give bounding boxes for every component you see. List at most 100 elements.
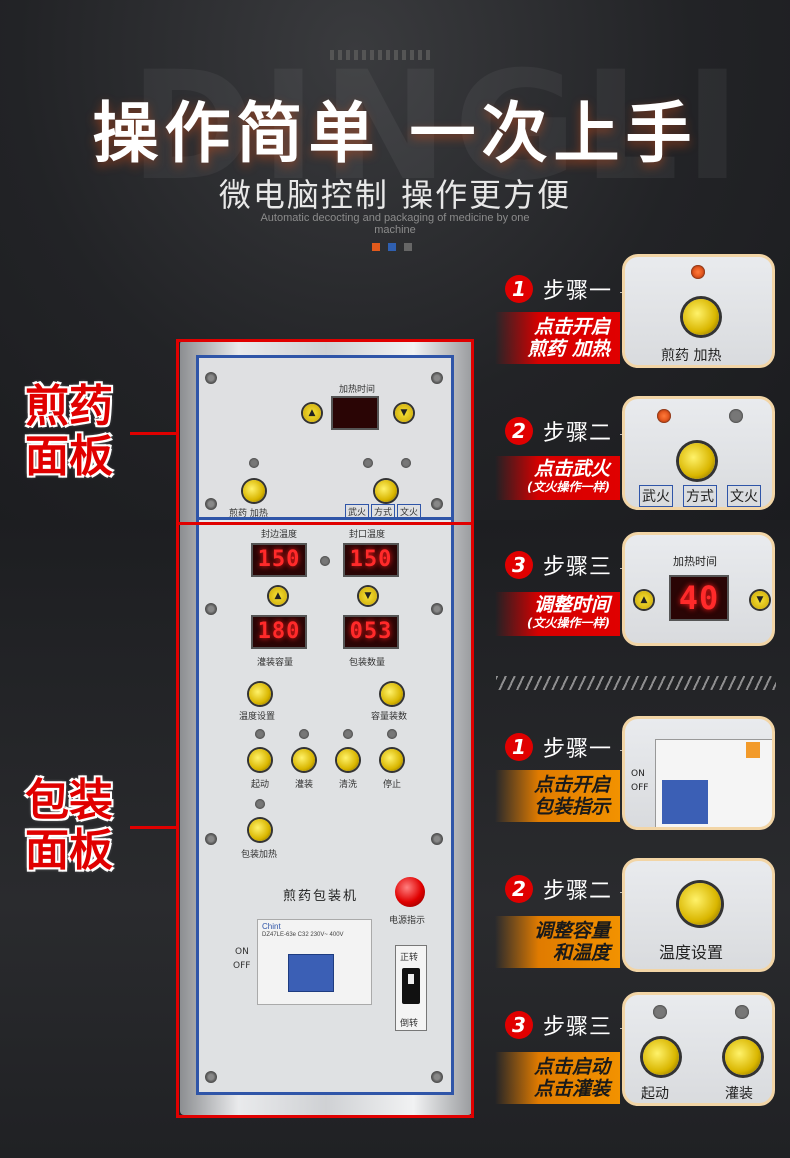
decoct-panel: 加热时间 ▲ ▼ 煎药 加热 武火 方式 文火 <box>199 358 451 520</box>
step-number-badge: 2 <box>505 417 533 445</box>
temp-setting-button[interactable] <box>249 683 271 705</box>
thumb-time-display: 40 <box>669 575 729 621</box>
rocker-lever[interactable] <box>402 968 420 1004</box>
step-3-banner: 调整时间 (文火操作一样) <box>495 592 620 636</box>
clean-button[interactable] <box>337 749 359 771</box>
thumb-down-arrow: ▼ <box>751 591 769 609</box>
breaker-on-label: ON <box>235 947 249 957</box>
screw-icon <box>431 372 443 384</box>
pack-pointer-line <box>130 826 178 829</box>
breaker-brand: Chint <box>262 922 281 931</box>
stop-label: 停止 <box>383 780 402 790</box>
gentle-fire-indicator <box>401 458 411 468</box>
dot-orange <box>372 243 380 251</box>
left-up-button[interactable]: ▲ <box>269 587 287 605</box>
pack-panel-frame <box>176 522 474 1118</box>
thumb-indicator <box>691 265 705 279</box>
banner-line: 包装指示 <box>533 796 610 818</box>
thumb-fill-label: 灌装 <box>725 1086 753 1102</box>
thumb-on-label: ON <box>631 769 645 779</box>
edge-temp-label: 封边温度 <box>261 530 298 540</box>
right-down-button[interactable]: ▼ <box>359 587 377 605</box>
decoct-panel-frame <box>176 339 474 525</box>
step-4-banner: 点击开启包装指示 <box>495 770 620 822</box>
step-1-header: 1 步骤一 <box>505 274 642 304</box>
pack-label-line2: 面板 <box>25 825 113 876</box>
step-number-badge: 3 <box>505 1011 533 1039</box>
pack-heat-button[interactable] <box>249 819 271 841</box>
thumb-fill-button <box>725 1039 761 1075</box>
start-label: 起动 <box>251 780 270 790</box>
banner-line: 调整时间 <box>533 594 610 616</box>
start-button[interactable] <box>249 749 271 771</box>
power-lamp <box>395 877 425 907</box>
mode-label-gentle: 文火 <box>397 504 422 519</box>
heat-time-display <box>331 396 379 430</box>
dot-gray <box>404 243 412 251</box>
screw-icon <box>431 498 443 510</box>
decoct-label-line2: 面板 <box>25 431 113 482</box>
thumb-fill-indicator <box>735 1005 749 1019</box>
seal-temp-label: 封口温度 <box>349 530 386 540</box>
step-5-banner: 调整容量和温度 <box>495 916 620 968</box>
time-down-button[interactable]: ▼ <box>395 404 413 422</box>
banner-line: 点击武火 <box>533 458 610 480</box>
circuit-breaker[interactable]: Chint DZ47LE-63e C32 230V~ 400V <box>257 919 372 1005</box>
stop-button[interactable] <box>381 749 403 771</box>
step-5-thumbnail: 温度设置 <box>622 858 775 972</box>
direction-rocker-switch[interactable]: 正转 倒转 <box>395 945 427 1031</box>
screw-icon <box>431 833 443 845</box>
seal-temp-display: 150 <box>343 543 399 577</box>
screw-icon <box>205 603 217 615</box>
step-6-header: 3 步骤三 <box>505 1010 642 1040</box>
dot-blue <box>388 243 396 251</box>
step-6-banner: 点击启动点击灌装 <box>495 1052 620 1104</box>
thumb-label: 煎药 加热 <box>661 348 722 364</box>
banner-line: 点击启动 <box>533 1056 610 1078</box>
step-number-badge: 1 <box>505 275 533 303</box>
fill-button[interactable] <box>293 749 315 771</box>
banner-line: 点击开启 <box>533 774 610 796</box>
thumb-mode-button <box>679 443 715 479</box>
thumb-time-label: 加热时间 <box>673 555 717 568</box>
mode-label-method: 方式 <box>371 504 396 519</box>
thumb-up-arrow: ▲ <box>635 591 653 609</box>
pack-label-line1: 包装 <box>25 775 113 826</box>
thumb-start-label: 起动 <box>641 1086 669 1102</box>
breaker-handle[interactable] <box>288 954 334 992</box>
step-number-badge: 1 <box>505 733 533 761</box>
center-indicator <box>320 556 330 566</box>
decoct-heat-button[interactable] <box>243 480 265 502</box>
thumb-breaker-tag <box>746 742 760 758</box>
screw-icon <box>205 1071 217 1083</box>
pack-heat-indicator <box>255 799 265 809</box>
pack-count-display: 053 <box>343 615 399 649</box>
breaker-spec: DZ47LE-63e C32 230V~ 400V <box>262 932 344 938</box>
step-2-thumbnail: 武火 方式 文火 <box>622 396 775 510</box>
pack-panel: 封边温度 封口温度 150 150 ▲ ▼ 180 053 灌装容量 包装数量 … <box>199 523 451 1092</box>
decoct-panel-label: 煎药面板 <box>10 382 128 482</box>
fill-volume-label: 灌装容量 <box>257 658 294 668</box>
stop-indicator <box>387 729 397 739</box>
clean-label: 清洗 <box>339 780 358 790</box>
control-panel: 加热时间 ▲ ▼ 煎药 加热 武火 方式 文火 封边温度 封口温度 150 15… <box>196 355 454 1095</box>
thumb-start-indicator <box>653 1005 667 1019</box>
thumb-label-strong: 武火 <box>639 485 673 507</box>
screw-icon <box>205 498 217 510</box>
step-3-header: 3 步骤三 <box>505 550 642 580</box>
thumb-label-gentle: 文火 <box>727 485 761 507</box>
volume-setting-button[interactable] <box>381 683 403 705</box>
step-2-banner: 点击武火 (文火操作一样) <box>495 456 620 500</box>
rocker-top-label: 正转 <box>400 953 419 963</box>
step-number-badge: 2 <box>505 875 533 903</box>
temp-setting-label: 温度设置 <box>239 712 276 722</box>
pack-panel-label: 包装面板 <box>10 776 128 876</box>
fire-mode-button[interactable] <box>375 480 397 502</box>
time-up-button[interactable]: ▲ <box>303 404 321 422</box>
step-6-thumbnail: 起动 灌装 <box>622 992 775 1106</box>
pack-heat-label: 包装加热 <box>241 850 278 860</box>
thumb-breaker <box>655 739 772 827</box>
breaker-off-label: OFF <box>233 961 251 971</box>
mode-label-strong: 武火 <box>345 504 370 519</box>
thumb-label-method: 方式 <box>683 485 717 507</box>
